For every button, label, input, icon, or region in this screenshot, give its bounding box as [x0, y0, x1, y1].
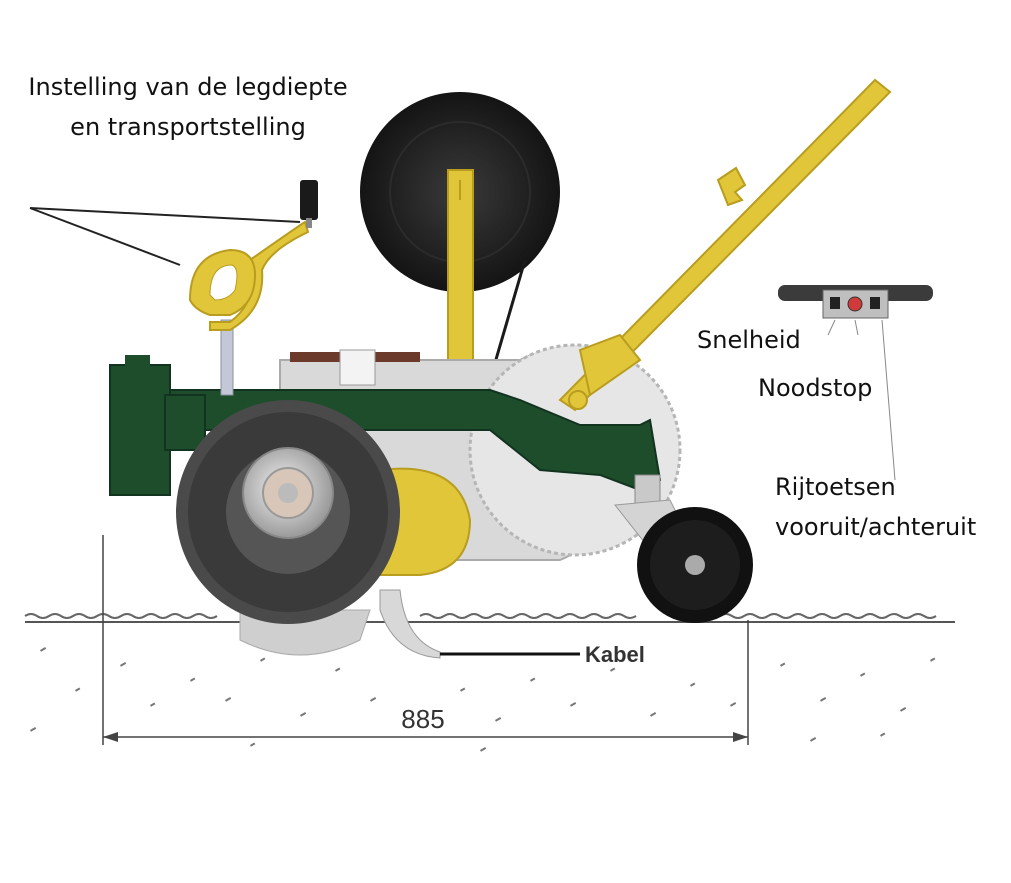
drive-buttons-label-line-2: vooruit/achteruit [775, 513, 977, 541]
cable-reel [360, 92, 560, 381]
push-handle [558, 78, 892, 412]
depth-setting-label-line-1: Instelling van de legdiepte [28, 73, 348, 101]
control-panel [778, 285, 933, 481]
cable-label: Kabel [585, 642, 645, 667]
cable-plough-share [379, 589, 441, 659]
dimension-line [102, 535, 749, 745]
depth-setting-label: Instelling van de legdiepte en transport… [28, 67, 348, 147]
drive-buttons-label-line-1: Rijtoetsen [775, 473, 896, 501]
depth-adjustment-lever [188, 180, 318, 396]
speed-label: Snelheid [697, 326, 801, 354]
dimension-value: 885 [401, 704, 444, 734]
main-wheel [176, 400, 400, 624]
emergency-stop-label: Noodstop [758, 374, 873, 402]
depth-setting-leader-line [29, 207, 181, 266]
drive-buttons-label: Rijtoetsen vooruit/achteruit [775, 467, 976, 547]
ground-surface [24, 613, 955, 623]
depth-setting-leader-line-2 [29, 207, 301, 223]
soil-speckles [30, 647, 936, 752]
castor-wheel [614, 474, 753, 623]
depth-setting-label-line-2: en transportstelling [70, 113, 306, 141]
yellow-guard [379, 467, 472, 576]
